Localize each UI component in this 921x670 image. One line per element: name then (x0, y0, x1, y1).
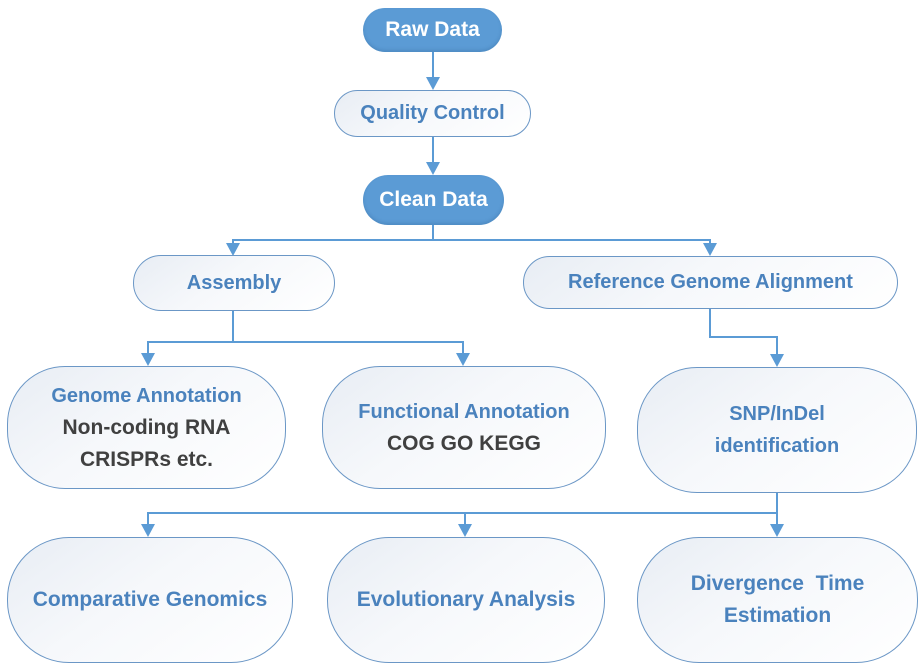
edge-cleandata-branch (226, 225, 717, 256)
node-clean-data: Clean Data (363, 175, 504, 225)
node-reference-genome-alignment: Reference Genome Alignment (523, 256, 898, 309)
node-evolutionary-analysis: Evolutionary Analysis (327, 537, 605, 663)
edge-qualitycontrol-cleandata (426, 137, 440, 175)
node-assembly-label: Assembly (186, 271, 282, 294)
node-functional-annotation-title: Functional Annotation (358, 400, 570, 423)
node-evolutionary-analysis-label: Evolutionary Analysis (356, 588, 576, 611)
node-functional-annotation-line2: COG GO KEGG (386, 431, 541, 455)
node-divergence-time-estimation: Divergence Time Estimation (637, 537, 918, 663)
node-quality-control-label: Quality Control (360, 102, 505, 124)
node-snp-indel-line2: identification (714, 435, 840, 457)
node-genome-annotation: Genome Annotation Non-coding RNA CRISPRs… (7, 366, 286, 489)
edge-rga-snpindel (709, 309, 784, 367)
node-clean-data-label: Clean Data (379, 188, 488, 211)
node-genome-annotation-line2: Non-coding RNA (62, 415, 231, 439)
node-comparative-genomics-label: Comparative Genomics (32, 588, 268, 611)
node-snp-indel-identification: SNP/InDel identification (637, 367, 917, 493)
node-comparative-genomics: Comparative Genomics (7, 537, 293, 663)
node-assembly: Assembly (133, 255, 335, 311)
node-functional-annotation: Functional Annotation COG GO KEGG (322, 366, 606, 489)
node-genome-annotation-title: Genome Annotation (51, 384, 242, 407)
edge-rawdata-qualitycontrol (426, 52, 440, 90)
node-raw-data-label: Raw Data (385, 18, 480, 41)
node-raw-data: Raw Data (363, 8, 502, 52)
edge-snpindel-bottomrow (141, 493, 784, 537)
node-quality-control: Quality Control (334, 90, 531, 137)
node-snp-indel-line1: SNP/InDel (729, 403, 825, 425)
edge-assembly-branch (141, 311, 470, 366)
node-reference-genome-alignment-label: Reference Genome Alignment (568, 271, 853, 293)
node-genome-annotation-line3: CRISPRs etc. (79, 447, 214, 471)
node-divergence-time-line2: Estimation (723, 604, 832, 627)
node-divergence-time-line1: Divergence Time (690, 572, 865, 595)
